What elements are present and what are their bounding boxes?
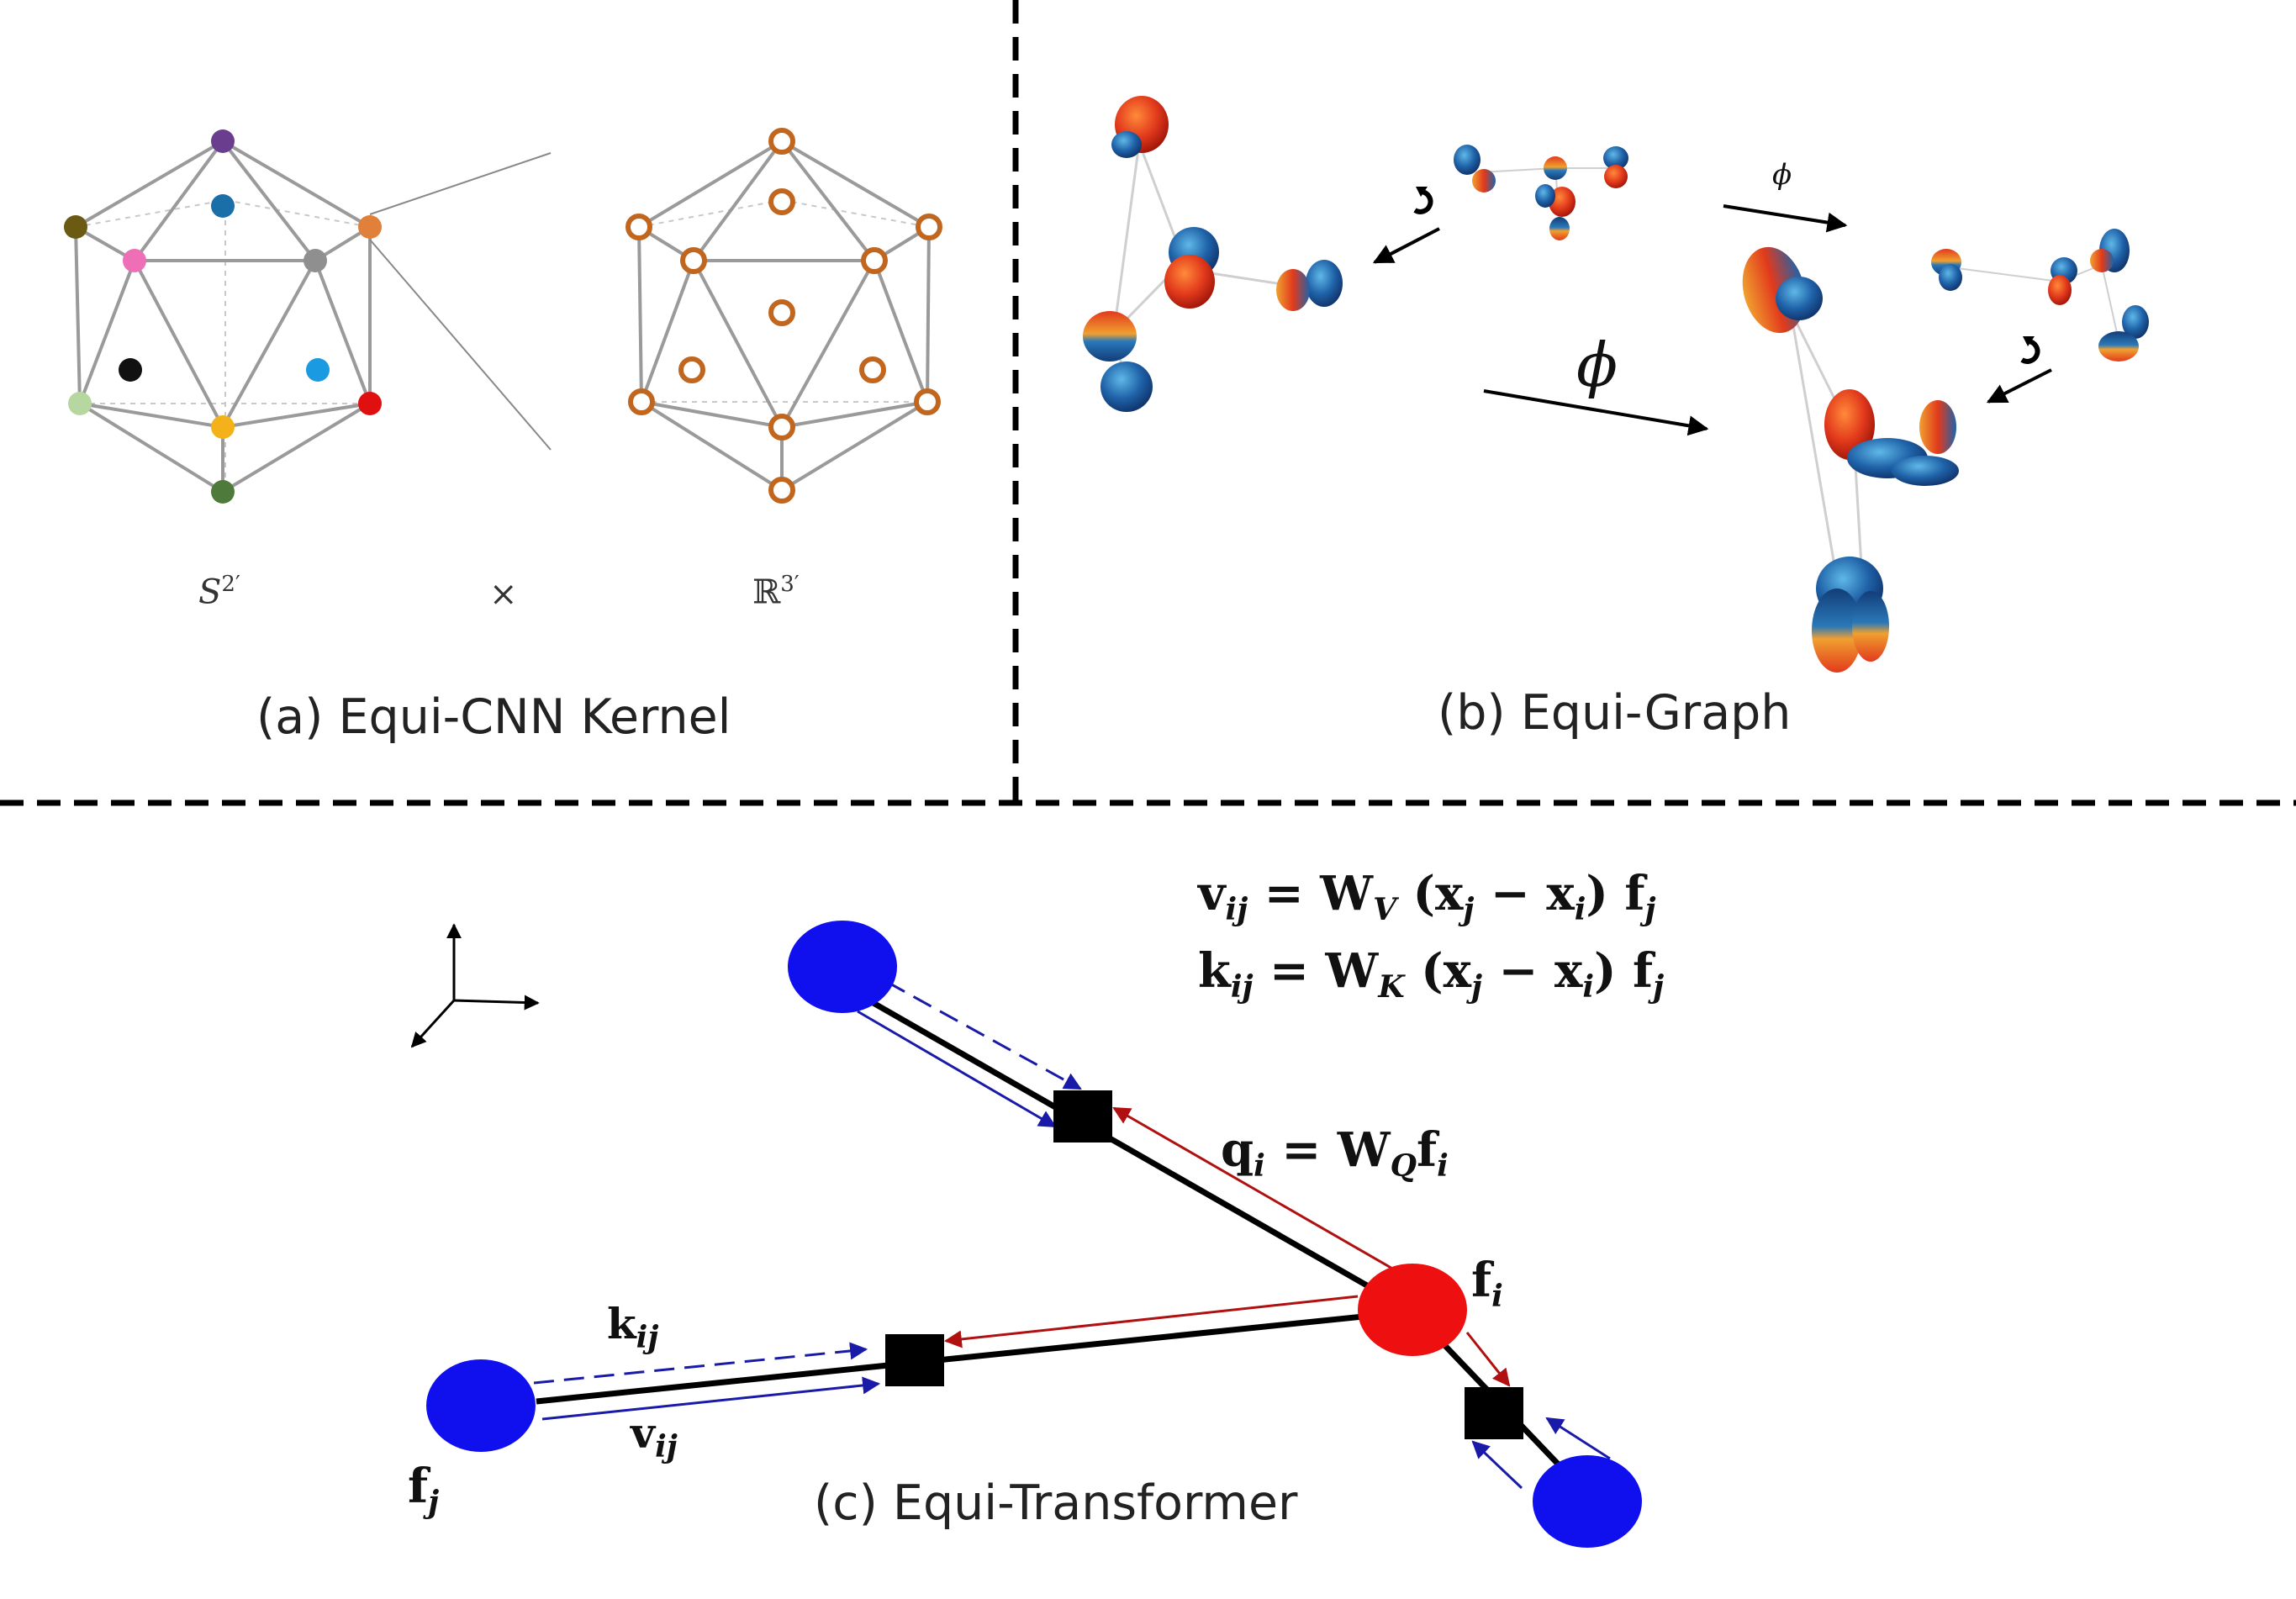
vertex-ring [768,299,795,326]
axes-icon [410,923,540,1048]
arrow-k-left [533,1342,868,1385]
zoom-line [369,152,552,215]
vertex-ring [768,188,795,215]
arrow-phi-large [1483,389,1709,436]
vertex-ring [768,128,795,155]
graph-top-right-small [1931,229,2149,361]
arrow-q-left [943,1295,1359,1348]
arrow-phi-small [1723,204,1848,233]
caption-c: (c) Equi-Transformer [814,1475,1298,1531]
vertex-ring [678,356,705,383]
sphere-label: S2′ [198,572,240,611]
arrow-q-right [1465,1332,1511,1387]
phi-small-label: ϕ [1772,158,1792,192]
sphere-sup: 2′ [221,572,240,597]
vertex-dot [68,392,92,415]
message-node [1053,1090,1112,1143]
node-j-top [788,921,897,1013]
r3-symbol: ℝ [752,573,781,612]
arrow-v-right [1471,1440,1523,1490]
icosahedron-colored [64,129,382,504]
equation-k: kij = WK (xj − xi) fj [1198,943,1665,1005]
label-fi: fi [1471,1253,1503,1315]
node-j-bottom [1533,1455,1642,1548]
node-i [1358,1264,1467,1356]
label-vij: vij [631,1408,678,1464]
message-node [885,1334,944,1386]
arrow-v-top [857,1010,1057,1128]
edge-top [841,982,1414,1315]
vertex-ring [916,214,942,240]
vertex-dot [123,249,146,272]
vertex-dot [211,129,235,153]
vertex-dot [358,392,382,415]
vertex-dot [306,358,330,382]
zoom-line [369,239,552,451]
caption-b: (b) Equi-Graph [1438,685,1792,741]
arrow-v-left [541,1376,881,1421]
rotate-icon [1413,187,1433,214]
vertex-dot [211,480,235,504]
vertex-ring [625,214,652,240]
arrow-q-top [1112,1106,1395,1271]
equation-v: vij = WV (xj − xi) fj [1198,866,1656,928]
sphere-symbol: S [198,573,222,612]
vertex-dot [64,215,87,239]
vertex-dot [211,415,235,439]
label-kij: kij [607,1299,659,1355]
arrow-k-right [1545,1417,1611,1460]
arrow-k-top [886,980,1082,1090]
equation-q: qi = WQfi [1221,1122,1449,1185]
vertex-dot [211,194,235,218]
graph-left [1083,96,1343,412]
vertex-dot [358,215,382,239]
arrow-rotate-left [1372,227,1440,264]
vertex-dot [303,249,327,272]
vertex-dot [119,358,142,382]
graph-right-large [1742,246,1959,673]
vertex-ring [680,247,707,274]
r3-sup: 3′ [780,572,800,597]
icosahedron-rings [625,128,942,504]
vertex-ring [914,388,941,415]
graph-top-small [1454,145,1628,240]
edge-left [536,1308,1413,1405]
phi-large-label: ϕ [1576,330,1618,400]
caption-a: (a) Equi-CNN Kernel [256,689,731,745]
arrow-rotate-right [1986,368,2052,404]
vertex-ring [768,477,795,504]
message-node [1465,1387,1523,1439]
rotate-icon [2020,336,2040,364]
times-symbol: × [489,575,518,614]
vertex-ring [768,414,795,441]
vertex-ring [628,388,655,415]
vertex-ring [861,247,888,274]
vertex-ring [859,356,886,383]
node-j-left [426,1359,536,1452]
label-fj: fj [408,1459,440,1521]
r3-label: ℝ3′ [752,572,800,611]
